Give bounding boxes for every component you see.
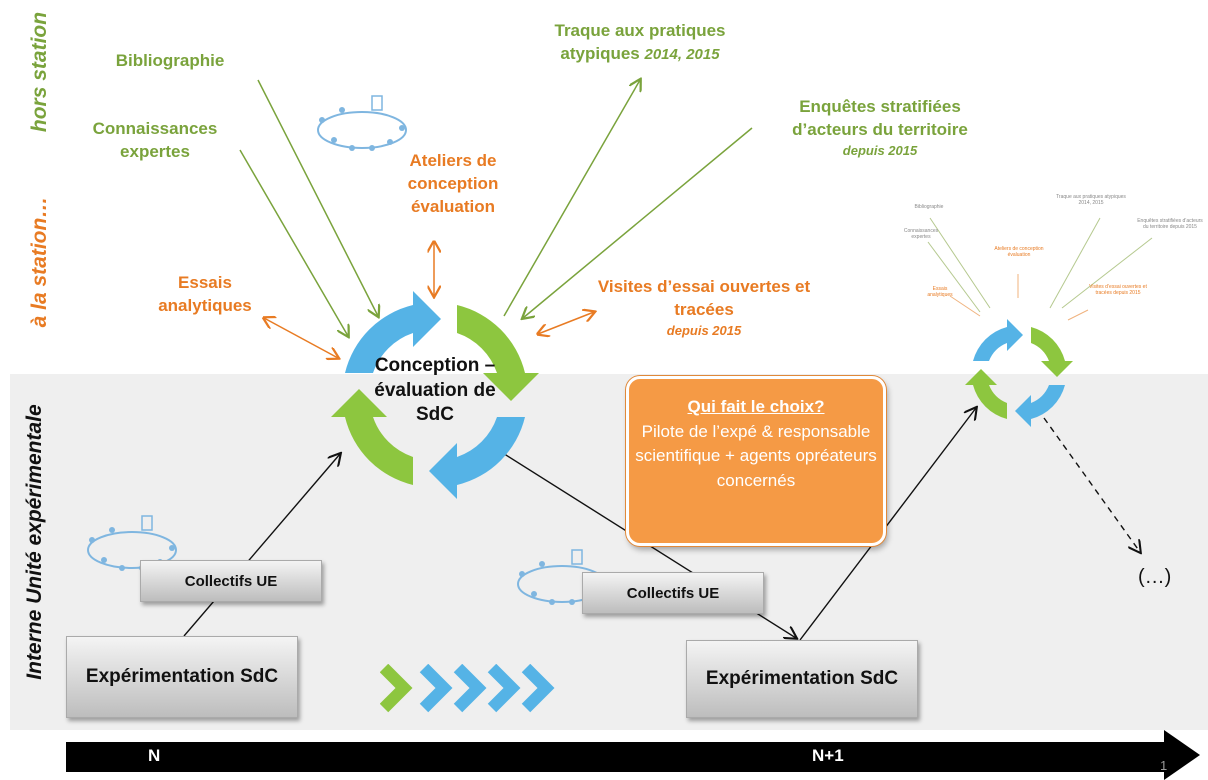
traque-years: 2014, 2015 (644, 45, 720, 63)
arrow-enquetes (523, 127, 753, 318)
timeline-arrowhead (1164, 730, 1200, 780)
activity-ateliers: Ateliers de conception évaluation (407, 151, 499, 216)
cycle-label: Conception – évaluation de SdC (374, 355, 496, 426)
mini-essais: Essais analytiques (927, 286, 953, 298)
timeline-bar (66, 742, 1166, 772)
experimentation-box-2: Expérimentation SdC (686, 640, 918, 718)
arrow-exp1-to-cycle (183, 454, 340, 637)
source-traque: Traque aux pratiques atypiques 2014, 201… (520, 20, 760, 66)
mini-enquetes: Enquêtes stratifiées d’acteurs du territ… (1137, 218, 1203, 230)
arrow-traque (503, 80, 640, 317)
meeting-table-icon (317, 95, 407, 151)
timeline-label-n-plus-1: N+1 (812, 746, 844, 765)
arrow-essais (264, 318, 338, 358)
choice-answer: Pilote de l’expé & responsable scientifi… (635, 421, 877, 490)
collectif-box-1: Collectifs UE (140, 560, 322, 602)
experimentation-box-1: Expérimentation SdC (66, 636, 298, 718)
small-cycle-icon (965, 319, 1073, 427)
arrow-exp2-to-cycle2 (799, 408, 976, 641)
mini-diagram: Bibliographie Connaissances expertes Tra… (890, 190, 1208, 370)
mini-bibliographie: Bibliographie (914, 204, 944, 210)
mini-visites: Visites d’essai ouvertes et tracées depu… (1089, 284, 1147, 296)
arrow-visites (538, 312, 594, 334)
ellipsis-label: (…) (1138, 566, 1172, 588)
choice-question: Qui fait le choix? (687, 397, 825, 416)
source-enquetes: Enquêtes stratifiées d’acteurs du territ… (770, 96, 990, 159)
enquetes-text: Enquêtes stratifiées d’acteurs du territ… (792, 97, 968, 139)
mini-connaissances: Connaissances expertes (903, 228, 939, 240)
collectif-box-2: Collectifs UE (582, 572, 764, 614)
activity-visites: Visites d’essai ouvertes et tracées depu… (594, 276, 814, 339)
arrow-cycle2-dashed (1043, 417, 1140, 552)
design-cycle-icon (331, 291, 539, 499)
mini-ateliers: Ateliers de conception évaluation (994, 246, 1044, 258)
activity-essais: Essais analytiques (158, 273, 252, 315)
progress-chevrons (380, 664, 555, 713)
choice-box: Qui fait le choix? Pilote de l’expé & re… (626, 376, 886, 546)
arrow-bibliographie (257, 79, 378, 316)
source-bibliographie: Bibliographie (115, 51, 225, 70)
traque-text: Traque aux pratiques atypiques (554, 21, 726, 63)
mini-traque: Traque aux pratiques atypiques 2014, 201… (1056, 194, 1126, 206)
visites-years: depuis 2015 (666, 322, 742, 338)
timeline-label-n: N (148, 746, 161, 765)
mini-diagram-lines (927, 217, 1153, 321)
visites-text: Visites d’essai ouvertes et tracées (597, 277, 811, 319)
slide-number: 1 (1160, 758, 1168, 773)
enquetes-years: depuis 2015 (842, 142, 918, 158)
arrow-connaissances (239, 149, 348, 336)
source-connaissances: Connaissances expertes (92, 119, 218, 161)
